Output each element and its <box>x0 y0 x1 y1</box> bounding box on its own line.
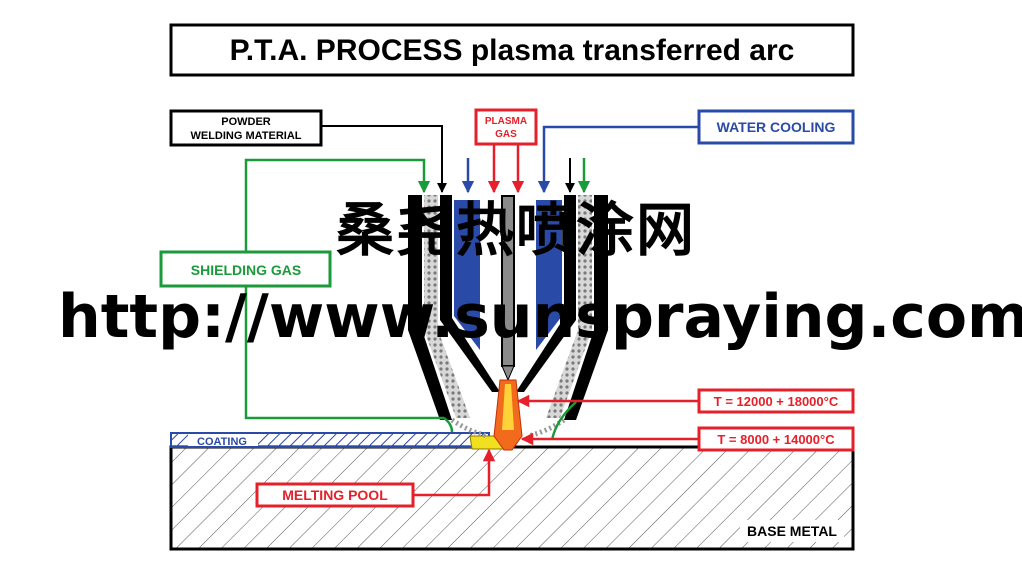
powder-label-1: POWDER <box>221 116 271 128</box>
powder-stream-left <box>450 417 489 439</box>
coating-label-bg <box>188 434 258 446</box>
temp-pool-label: T = 8000 + 14000°C <box>717 432 835 447</box>
electrode-tip <box>501 365 515 382</box>
melting-pool-label: MELTING POOL <box>282 487 388 503</box>
title-box <box>169 23 855 77</box>
shielding-gas-line-bottom <box>244 286 444 420</box>
plasma-gas-label-1: PLASMA <box>485 116 527 127</box>
plasma-gas-box <box>474 108 538 146</box>
shielding-gas-label: SHIELDING GAS <box>191 262 301 278</box>
plasma-gas-label-2: GAS <box>495 129 517 140</box>
powder-label-2: WELDING MATERIAL <box>190 130 301 142</box>
melting-pool-arrow <box>413 448 496 497</box>
powder-channel-left <box>424 195 470 418</box>
inner-nozzle-right <box>516 195 576 392</box>
torch-outer-wall-left <box>408 195 452 420</box>
water-jacket-right <box>536 200 562 350</box>
diagram-title: P.T.A. PROCESS plasma transferred arc <box>230 34 795 67</box>
plasma-arc-core <box>502 384 514 430</box>
shielding-gas-flow-right <box>550 401 577 441</box>
water-cooling-arrow <box>537 125 699 194</box>
powder-box <box>169 109 323 147</box>
shielding-gas-arrow-top <box>244 158 431 252</box>
coating-label: COATING <box>197 436 247 448</box>
watermark-url: http://www.sunspraying.com/ <box>58 282 1022 352</box>
inner-nozzle-left <box>440 195 500 392</box>
shielding-gas-flow-left <box>443 417 454 433</box>
water-cooling-label: WATER COOLING <box>717 119 836 135</box>
temp-arc-label: T = 12000 + 18000°C <box>714 394 839 409</box>
water-cooling-box <box>697 109 855 145</box>
powder-arrow-left <box>321 125 447 193</box>
torch-outer-wall-right <box>564 195 608 420</box>
powder-channel-right <box>546 195 592 418</box>
base-metal-label: BASE METAL <box>747 523 837 539</box>
watermark-chinese: 桑尧热喷涂网 <box>336 196 697 264</box>
base-metal-label-bg <box>740 520 844 542</box>
water-jacket-left <box>454 200 480 350</box>
